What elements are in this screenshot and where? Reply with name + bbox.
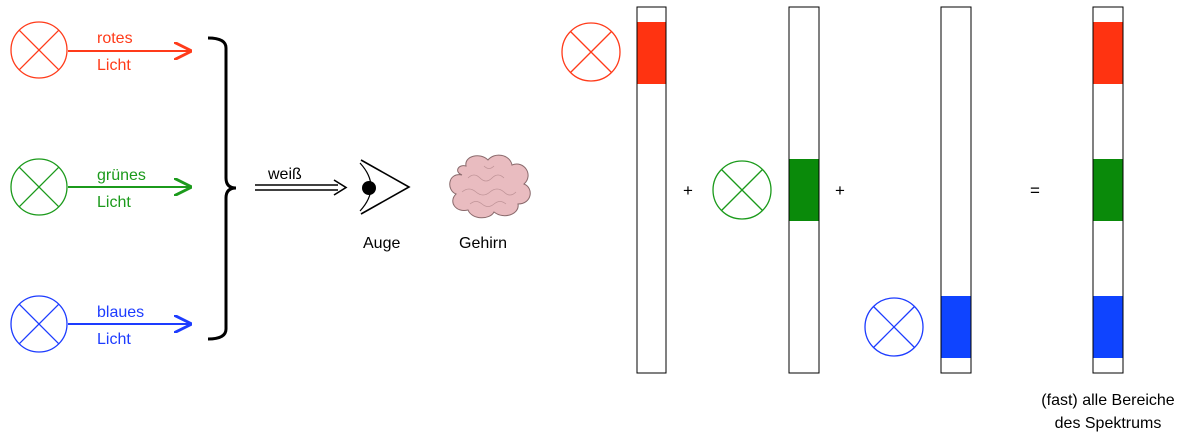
- spectrum-bar-1: [636, 6, 667, 374]
- equals-sign: =: [1030, 181, 1040, 200]
- eye-icon: [359, 159, 411, 215]
- lamp-blue-icon: [10, 295, 68, 353]
- plus-sign-1: +: [683, 181, 693, 200]
- band-green: [789, 159, 819, 221]
- lamp-green-icon: [10, 158, 68, 216]
- lamp-red-icon: [10, 21, 68, 79]
- band-blue: [1093, 296, 1123, 358]
- band-blue: [941, 296, 971, 358]
- lamp-blue-icon-2: [864, 297, 924, 357]
- double-arrow: [255, 179, 348, 196]
- spectrum-bar-sum: [1092, 6, 1124, 374]
- spectrum-bar-2: [788, 6, 820, 374]
- lamp-green-icon-2: [712, 160, 772, 220]
- band-red: [637, 22, 666, 84]
- source-blue-label-2: Licht: [97, 331, 131, 348]
- source-red-label-1: rotes: [97, 30, 133, 47]
- lamp-red-icon-2: [561, 22, 621, 82]
- plus-sign-2: +: [835, 181, 845, 200]
- source-blue-label-1: blaues: [97, 304, 145, 321]
- brain-icon: [449, 154, 531, 219]
- spectrum-bar-3: [940, 6, 972, 374]
- eye-label: Auge: [363, 235, 401, 252]
- band-green: [1093, 159, 1123, 221]
- band-red: [1093, 22, 1123, 84]
- mix-arrow-label: weiß: [268, 166, 302, 183]
- source-red-label-2: Licht: [97, 57, 131, 74]
- curly-brace-icon: [207, 36, 237, 341]
- brain-label: Gehirn: [459, 235, 508, 252]
- result-caption-line2: des Spektrums: [1054, 415, 1162, 432]
- source-green-label-1: grünes: [97, 167, 146, 184]
- source-green-label-2: Licht: [97, 194, 131, 211]
- result-caption-line1: (fast) alle Bereiche: [1041, 392, 1175, 409]
